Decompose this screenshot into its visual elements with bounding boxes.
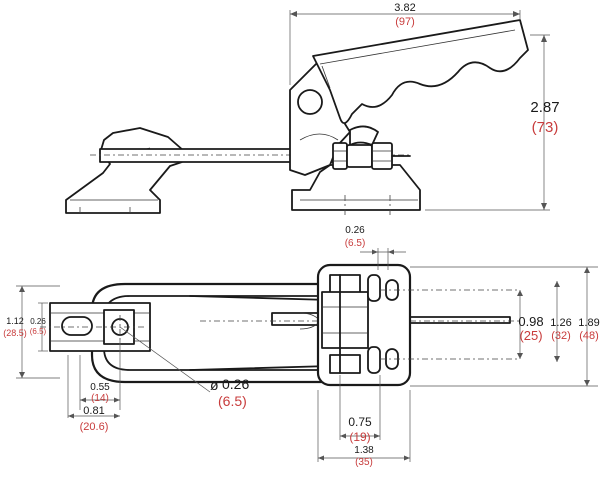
latch-slot-mm-label: (6.5): [30, 327, 47, 336]
bolt-head-top: [329, 274, 361, 294]
latch-offset-b-mm-label: (20.6): [80, 421, 109, 433]
width-a-mm-label: (25): [519, 328, 542, 343]
length-inch-label: 3.82: [394, 2, 415, 14]
bolt-head-bottom: [329, 354, 361, 374]
hole-leader-line: [119, 326, 211, 393]
width-c-inch-label: 1.89: [578, 317, 599, 329]
width-b-mm-label: (32): [551, 330, 571, 342]
pivot-hole: [297, 89, 323, 115]
latch-offset-a-inch-label: 0.55: [90, 382, 110, 393]
dim-arrows-bolt: [372, 249, 394, 255]
dim-arrows-081: [68, 413, 120, 419]
base-length-inch-label: 1.38: [354, 445, 374, 456]
width-c-mm-label: (48): [579, 330, 599, 342]
width-a-inch-label: 0.98: [518, 314, 543, 329]
base-spacing-inch-label: 0.75: [348, 415, 372, 429]
height-inch-label: 2.87: [530, 99, 559, 116]
latch-slot: [61, 316, 93, 336]
latch-height-inch-label: 1.12: [6, 316, 24, 326]
spindle-nut-right: [371, 142, 393, 170]
handle-grip: [312, 19, 529, 124]
latch-offset-b-inch-label: 0.81: [83, 405, 104, 417]
base-length-mm-label: (35): [355, 457, 373, 468]
handle-neck-line: [321, 65, 331, 89]
bolt-spacing-mm-label: (6.5): [345, 238, 366, 249]
base-block: [321, 291, 369, 349]
nut-bottom: [367, 346, 381, 374]
base-spacing-mm-label: (19): [349, 430, 370, 444]
hole-diameter-symbol: ø: [210, 377, 219, 393]
handle-frame-taper-bottom: [189, 365, 331, 371]
latch-slot-inch-label: 0.26: [30, 317, 46, 326]
handle-frame-taper-top: [189, 295, 331, 301]
bolt-spacing-inch-label: 0.26: [345, 225, 365, 236]
hole-diameter-inch-label: 0.26: [222, 376, 249, 392]
handle-top-inner-line: [319, 29, 516, 65]
spindle-washer: [346, 144, 373, 168]
spindle-nut-left: [332, 142, 348, 170]
top-view: 0.26 (6.5) 1.89 (48) 1.26 (32) 0.98 (25)…: [3, 225, 599, 468]
side-view: 3.82 (97) 2.87 (73): [65, 2, 560, 216]
length-mm-label: (97): [395, 16, 415, 28]
latch-height-mm-label: (28.5): [3, 328, 27, 338]
width-b-inch-label: 1.26: [550, 317, 571, 329]
height-mm-label: (73): [532, 119, 559, 136]
hinge-inner-arc: [299, 133, 339, 141]
nut-top: [367, 274, 381, 302]
hole-diameter-mm-label: (6.5): [218, 393, 247, 409]
latch-offset-a-mm-label: (14): [91, 393, 109, 404]
